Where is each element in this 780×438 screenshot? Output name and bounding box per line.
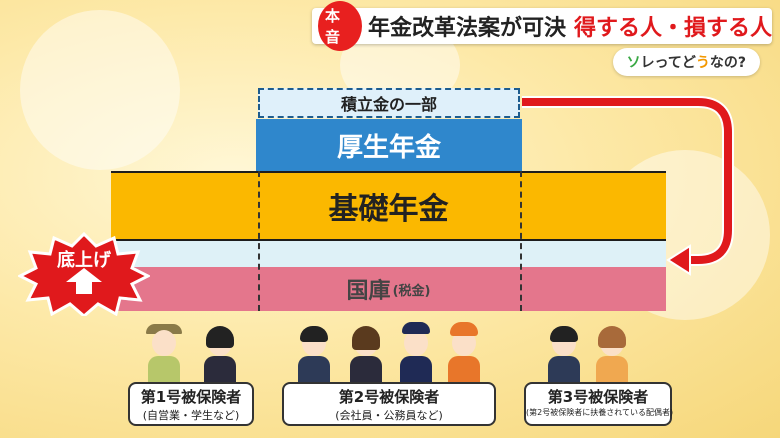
segment-tag-part: なの? [709,55,746,71]
treasury-label: 国庫 [346,279,391,304]
person-student-icon [202,320,238,382]
group-label-category-3: 第3号被保険者 (第2号被保険者に扶養されている配偶者) [524,382,674,426]
group-subtitle: (自営業・学生など) [142,409,240,422]
divider-line [520,171,522,311]
burst-label: 底上げ [57,249,112,271]
person-spouse-icon [594,320,630,382]
employee-pension-block: 厚生年金 [256,119,522,171]
segment-tag-part: レってど [640,55,696,71]
basic-pension-block: 基礎年金 [111,171,666,241]
background-bokeh [20,10,180,170]
raise-burst-icon: 底上げ [18,232,150,316]
raise-band [111,241,666,267]
treasury-note: (税金) [392,283,431,299]
person-police-officer-icon [398,320,434,382]
person-office-worker-icon [296,320,332,382]
group-title: 第3号被保険者 [547,388,649,406]
divider-line [258,171,260,311]
group-subtitle: (会社員・公務員など) [335,409,443,422]
transfer-arrow-icon [522,96,734,276]
segment-tag: ソレってどうなの? [612,48,760,76]
group-label-category-2: 第2号被保険者 (会社員・公務員など) [282,382,496,426]
segment-tag-part: ソ [626,55,641,71]
group-label-category-1: 第1号被保険者 (自営業・学生など) [128,382,254,426]
reserve-fund-block: 積立金の一部 [258,88,520,118]
group-title: 第1号被保険者 [140,388,242,406]
headline-highlight: 得する人・損する人 [573,16,772,41]
national-treasury-block: 国庫(税金) [111,267,666,311]
group-subtitle: (第2号被保険者に扶養されている配偶者) [526,408,674,417]
person-farmer-icon [146,320,182,382]
honne-badge: 本音 [318,1,362,51]
person-office-worker-woman-icon [348,320,384,382]
headline-bar: 本音 年金改革法案が可決 得する人・損する人 [312,1,772,51]
group-title: 第2号被保険者 [338,388,440,406]
person-man-icon [546,320,582,382]
headline-title: 年金改革法案が可決 [367,16,566,41]
segment-tag-part: う [695,55,710,71]
person-firefighter-icon [446,320,482,382]
